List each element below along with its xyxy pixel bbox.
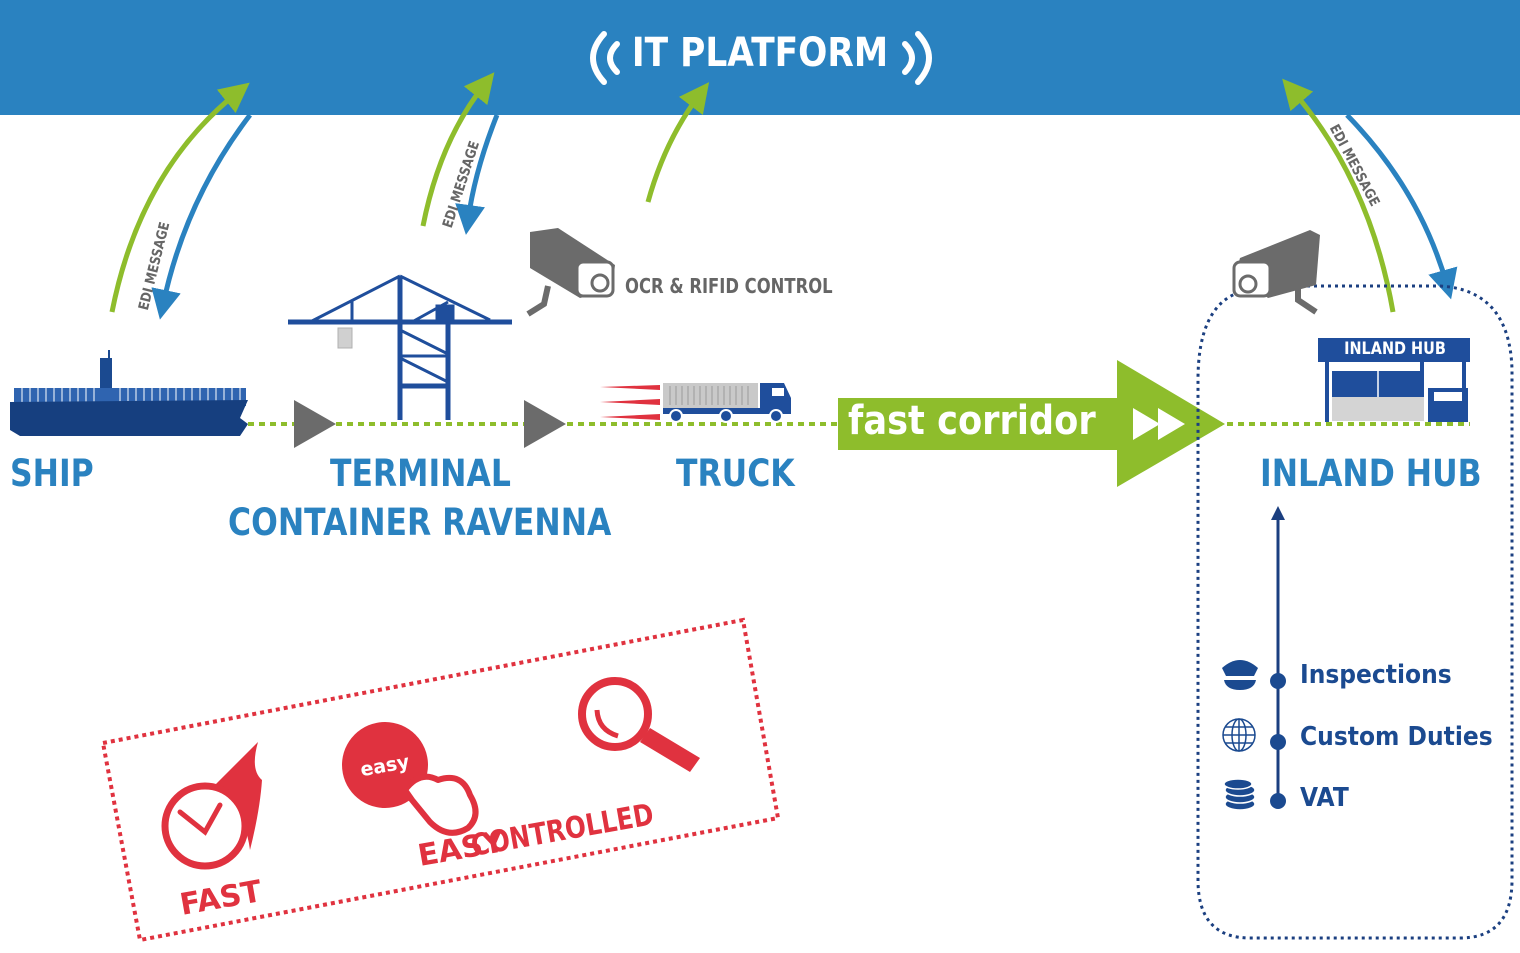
- inland-hub-boundary: [1196, 284, 1514, 940]
- gantry-crane-icon: [288, 274, 512, 420]
- service-inspections: Inspections: [1300, 660, 1452, 690]
- service-custom-duties: Custom Duties: [1300, 722, 1493, 752]
- edi-arrow-up: [420, 72, 495, 227]
- edi-arrow-up: [1282, 78, 1396, 313]
- ocr-rfid-label: OCR & RIFID CONTROL: [625, 274, 833, 298]
- edi-arrows-ship: [109, 82, 252, 320]
- flow-arrow-icon: [524, 400, 566, 448]
- coins-stack-icon: [1223, 778, 1256, 811]
- wifi-signal-left-icon: [590, 31, 620, 85]
- flow-arrow-icon: [294, 400, 336, 448]
- edi-arrows-terminal: [420, 72, 500, 235]
- magnifying-glass-icon: [578, 677, 700, 772]
- truck-icon: [600, 383, 791, 423]
- fast-corridor-arrow: [838, 360, 1225, 487]
- feature-label-fast: FAST: [177, 874, 265, 923]
- timeline-arrow-up-icon: [1271, 506, 1285, 520]
- ocr-data-arrow: [645, 82, 710, 203]
- warehouse-icon: [1318, 338, 1470, 422]
- fast-corridor-label: fast corridor: [848, 398, 1096, 444]
- terminal-label-line2: CONTAINER RAVENNA: [228, 501, 612, 544]
- edi-arrow-down: [151, 113, 252, 320]
- police-cap-icon: [1222, 660, 1258, 690]
- globe-icon: [1222, 718, 1256, 752]
- features-panel: [100, 617, 781, 943]
- it-platform-title: IT PLATFORM: [106, 30, 1413, 76]
- edi-arrow-down: [455, 114, 500, 235]
- easy-button-press-icon: easy: [342, 722, 479, 836]
- terminal-label-line1: TERMINAL: [330, 452, 511, 495]
- inland-hub-sign: INLAND HUB: [1344, 339, 1446, 359]
- it-platform-banner: [0, 0, 1520, 115]
- wifi-signal-right-icon: [902, 31, 932, 85]
- inland-hub-label: INLAND HUB: [1260, 452, 1482, 495]
- flaming-clock-icon: [161, 742, 262, 870]
- truck-label: TRUCK: [676, 452, 795, 495]
- container-ship-icon: [10, 350, 248, 436]
- timeline-dot: [1270, 793, 1286, 809]
- edi-arrow-up: [109, 82, 250, 313]
- timeline-dot: [1270, 673, 1286, 689]
- edi-arrow-down: [1345, 113, 1458, 300]
- cctv-camera-icon: [1232, 230, 1320, 315]
- it-platform-title-text: IT PLATFORM: [631, 30, 889, 76]
- fast-forward-icon: [1133, 408, 1185, 440]
- cctv-camera-icon: [526, 228, 615, 317]
- service-vat: VAT: [1300, 783, 1349, 813]
- feature-label-controlled: CONTROLLED: [469, 798, 657, 863]
- edi-arrows-inland-hub: [1282, 78, 1458, 313]
- ship-label: SHIP: [10, 452, 94, 495]
- timeline-dot: [1270, 734, 1286, 750]
